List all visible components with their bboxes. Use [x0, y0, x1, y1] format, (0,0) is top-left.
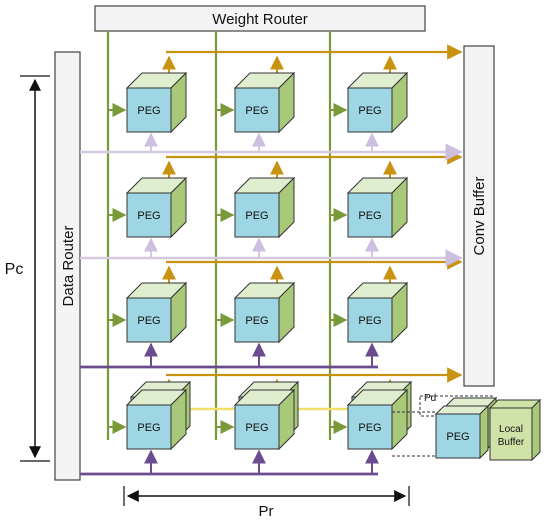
cube-front-face — [126, 297, 172, 343]
peg-r2-c1: PEG — [125, 176, 188, 239]
local-buffer-box — [489, 407, 533, 461]
cube-top-face — [434, 405, 490, 415]
cube-front-face — [126, 404, 172, 450]
local-buffer-side — [531, 398, 541, 462]
peg-r3-c2: PEG — [233, 281, 296, 344]
cube-front-face — [234, 192, 280, 238]
peg-r1-c2: PEG — [233, 71, 296, 134]
cube-front-face — [347, 404, 393, 450]
peg-array: PEGPEGPEGPEGPEGPEGPEGPEGPEGPEGPEGPEGPEGP… — [125, 71, 413, 451]
peg-r1-c1: PEG — [125, 71, 188, 134]
peg-r1-c3: PEG — [346, 71, 409, 134]
peg-label: PEG — [137, 422, 160, 434]
peg-label: PEG — [137, 105, 160, 117]
conv-buffer-label: Conv Buffer — [471, 177, 488, 256]
peg-label: PEG — [137, 210, 160, 222]
local-buffer-label-line2: Buffer — [498, 437, 525, 448]
peg-label: PEG — [358, 315, 381, 327]
peg-label: PEG — [137, 315, 160, 327]
peg-r3-c3: PEG — [346, 281, 409, 344]
peg-label: PEG — [245, 422, 268, 434]
peg-label: PEG — [245, 315, 268, 327]
data-router-box — [54, 51, 81, 481]
peg-label: PEG — [245, 105, 268, 117]
peg-detail: PEGPEGLocalBuffer — [392, 395, 542, 462]
peg-detail-front: PEG — [434, 404, 490, 460]
cube-front-face — [347, 297, 393, 343]
cube-side-face — [479, 404, 489, 460]
conv-buffer-box — [463, 45, 495, 387]
data-router-label: Data Router — [60, 226, 77, 307]
peg-r4-c3: PEG — [346, 388, 409, 451]
interconnect-wires — [80, 31, 463, 476]
peg-r4-c2: PEG — [233, 388, 296, 451]
peg-r2-c2: PEG — [233, 176, 296, 239]
peg-r4-c1: PEG — [125, 388, 188, 451]
local-buffer-label-line1: Local — [499, 424, 523, 435]
peg-label: PEG — [446, 431, 469, 443]
cube-front-face — [126, 192, 172, 238]
peg-label: PEG — [358, 105, 381, 117]
cube-front-face — [126, 87, 172, 133]
cube-front-face — [234, 87, 280, 133]
cube-front-face — [347, 192, 393, 238]
cube-front-face — [435, 413, 481, 459]
weight-router-label: Weight Router — [212, 11, 308, 28]
weight-router-box — [94, 5, 426, 32]
cube-front-face — [347, 87, 393, 133]
pc-label: Pc — [5, 261, 24, 278]
peg-r2-c3: PEG — [346, 176, 409, 239]
pr-label: Pr — [259, 503, 274, 520]
peg-label: PEG — [358, 422, 381, 434]
cube-front-face — [234, 404, 280, 450]
pd-label: Pd — [424, 393, 436, 404]
peg-label: PEG — [245, 210, 268, 222]
cube-front-face — [234, 297, 280, 343]
peg-r3-c1: PEG — [125, 281, 188, 344]
peg-label: PEG — [358, 210, 381, 222]
